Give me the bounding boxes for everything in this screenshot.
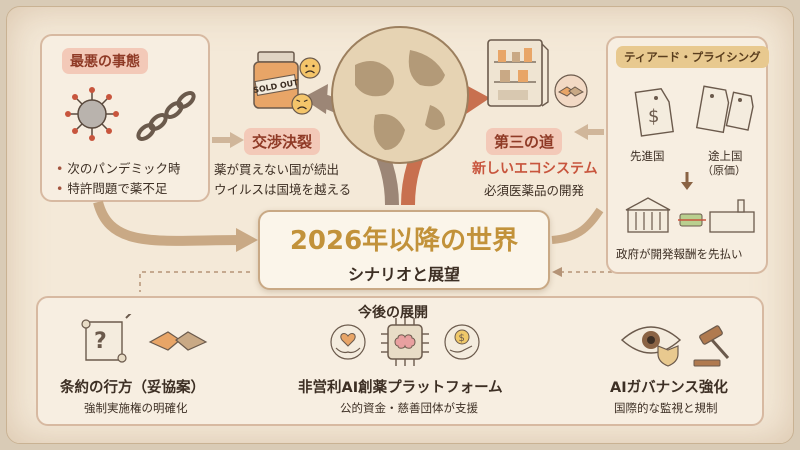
government-factory-icon xyxy=(625,197,755,233)
globe-icon xyxy=(331,26,469,164)
negotiation-line-2: ウイルスは国境を越える xyxy=(214,182,352,197)
future-item-3-title: AIガバナンス強化 xyxy=(610,380,728,396)
svg-text:?: ? xyxy=(94,329,107,354)
virus-icon xyxy=(65,87,119,141)
future-title: 今後の展開 xyxy=(358,305,428,321)
developing-country-label: 途上国 xyxy=(708,149,743,163)
worst-case-bullet-1: 次のパンデミック時 xyxy=(56,158,180,177)
future-panel: 今後の展開 ? 条約の行方（妥協案） 強制実施権の明確化 $ 非営利AI創薬プラ… xyxy=(36,296,764,426)
price-tags-icon: $ xyxy=(634,85,754,137)
worst-case-title: 最悪の事態 xyxy=(62,48,148,74)
tiered-pricing-caption: 政府が開発報酬を先払い xyxy=(616,247,743,261)
third-way-subtitle: 新しいエコシステム xyxy=(472,161,598,177)
pill-bottle-icon xyxy=(253,51,299,109)
tiered-pricing-title: ティアード・プライシング xyxy=(616,46,769,68)
scroll-question-icon: ? xyxy=(81,314,132,363)
negotiation-line-1: 薬が買えない国が続出 xyxy=(214,162,340,177)
frown-face-icon xyxy=(291,93,313,115)
deal-handshake-icon xyxy=(148,331,208,351)
svg-text:$: $ xyxy=(459,333,465,344)
handshake-icon xyxy=(554,74,588,108)
gavel-icon xyxy=(693,325,730,367)
eye-shield-icon xyxy=(620,326,682,367)
tiered-pricing-panel: ティアード・プライシング $ 先進国 途上国 （原価） 政府が開発報酬を先払い xyxy=(606,36,769,274)
negotiation-title: 交渉決裂 xyxy=(244,128,321,155)
coin-hand-icon: $ xyxy=(444,324,480,360)
center-subtitle: シナリオと展望 xyxy=(347,265,460,284)
developed-country-label: 先進国 xyxy=(630,149,665,163)
center-title-box: 2026年以降の世界 シナリオと展望 xyxy=(258,210,550,290)
future-item-2-sub: 公的資金・慈善団体が支援 xyxy=(340,401,478,415)
third-way-title: 第三の道 xyxy=(486,128,563,155)
future-item-1-sub: 強制実施権の明確化 xyxy=(84,401,188,415)
medicine-cabinet-icon xyxy=(487,39,549,107)
worst-case-panel: 最悪の事態 次のパンデミック時 特許問題で薬不足 xyxy=(40,34,210,202)
future-item-2-title: 非営利AI創薬プラットフォーム xyxy=(298,380,503,396)
future-item-3-sub: 国際的な監視と規制 xyxy=(614,401,718,415)
broken-chain-icon xyxy=(136,91,196,141)
down-arrow-icon xyxy=(681,172,693,190)
svg-text:$: $ xyxy=(648,106,659,127)
center-title: 2026年以降の世界 xyxy=(289,226,519,256)
sad-face-icon xyxy=(299,57,321,79)
hands-heart-icon xyxy=(330,324,366,360)
developing-country-note: （原価） xyxy=(702,164,746,177)
future-item-1-title: 条約の行方（妥協案） xyxy=(60,380,205,396)
third-way-line-1: 必須医薬品の開発 xyxy=(484,183,585,198)
worst-case-bullet-2: 特許問題で薬不足 xyxy=(56,178,167,197)
ai-chip-brain-icon xyxy=(381,318,429,366)
